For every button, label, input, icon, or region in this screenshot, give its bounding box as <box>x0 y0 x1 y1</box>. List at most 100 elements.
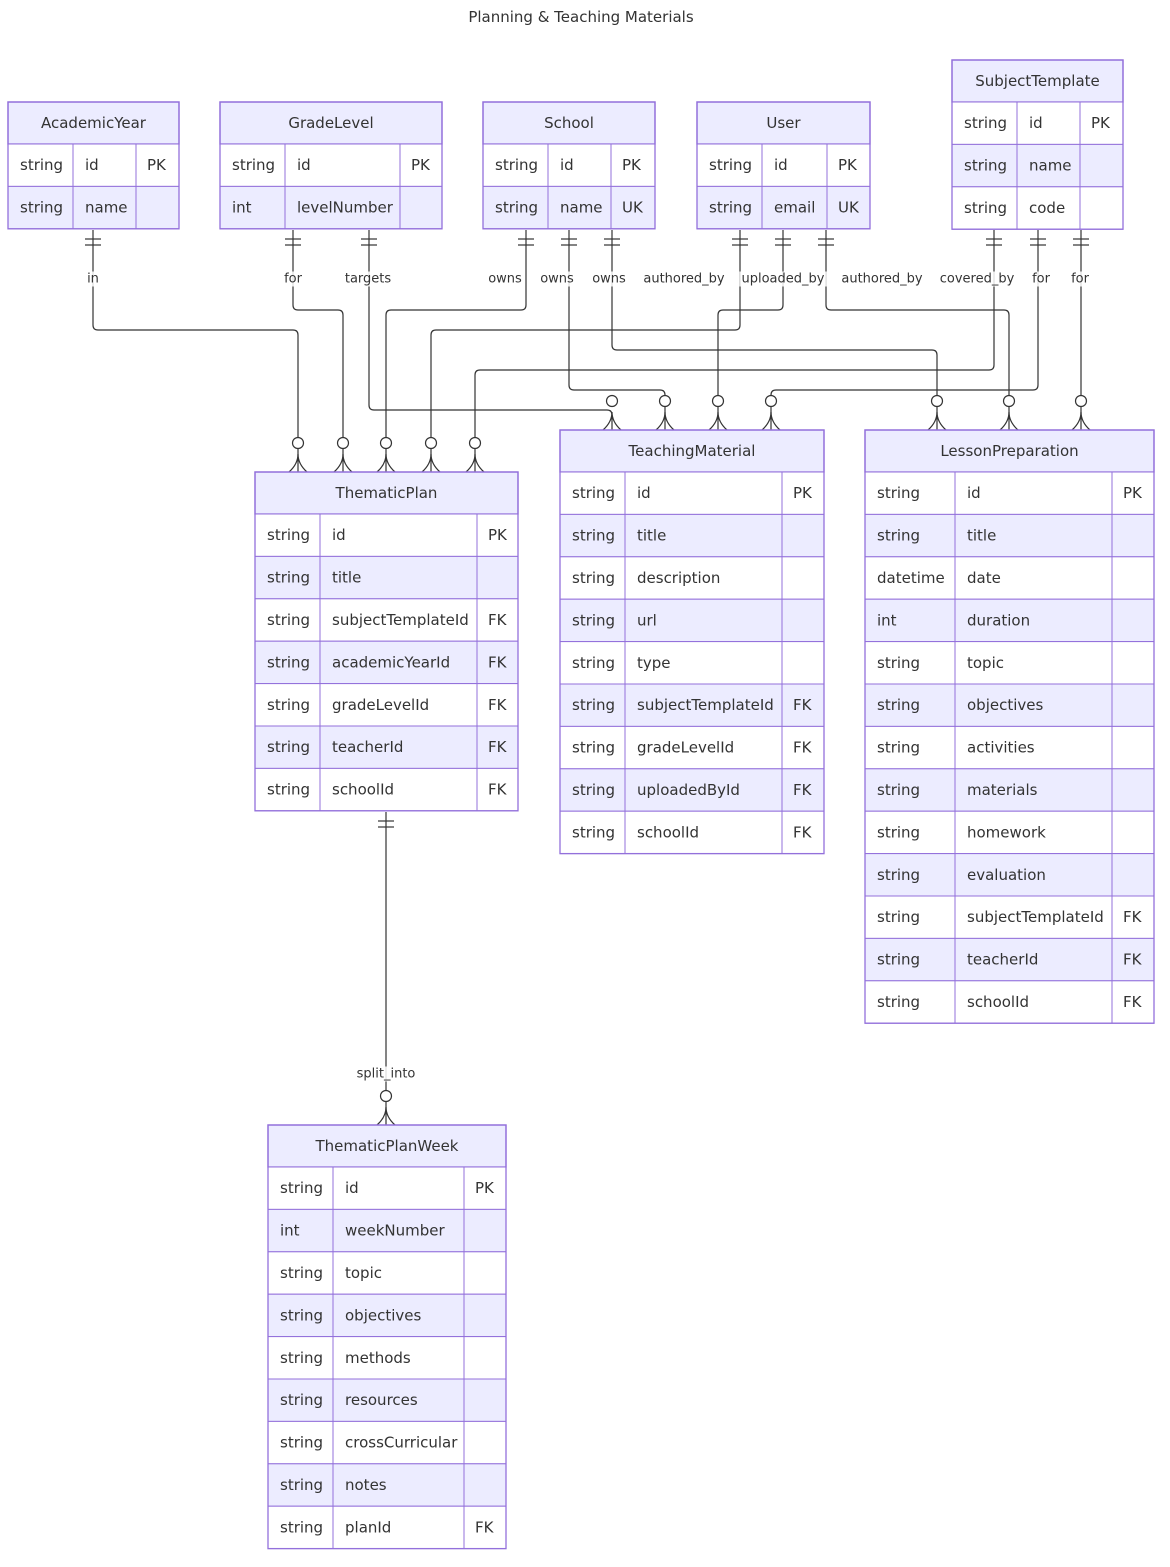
attribute-type: string <box>877 739 920 757</box>
attribute-type: string <box>280 1434 323 1452</box>
cardinality-one-marker <box>604 238 620 246</box>
attribute-key: FK <box>488 781 508 799</box>
cardinality-one-marker <box>1073 238 1089 246</box>
entity-header <box>219 101 443 145</box>
cardinality-one-marker <box>561 238 577 246</box>
attribute-name: email <box>774 199 815 217</box>
attribute-name: materials <box>967 781 1038 799</box>
attribute-type: string <box>495 199 538 217</box>
relationship-label: uploaded_by <box>739 271 827 287</box>
attribute-name: objectives <box>345 1306 421 1324</box>
cardinality-one-marker <box>285 238 301 246</box>
attribute-type: string <box>877 696 920 714</box>
relationship-line <box>474 230 995 472</box>
relationship-line <box>770 230 1039 430</box>
relationship-label-text: split_into <box>357 1067 416 1082</box>
attribute-type: string <box>572 654 615 672</box>
cardinality-one-marker <box>518 238 534 246</box>
relationship-labels: in for targets owns owns owns authored_by uploa… <box>85 271 1092 1082</box>
attribute-type: string <box>280 1179 323 1197</box>
attribute-name: name <box>85 199 128 217</box>
entity-name: GradeLevel <box>288 114 373 132</box>
attribute-key: PK <box>793 484 813 502</box>
relationship-line <box>385 230 527 472</box>
cardinality-one-marker <box>1030 238 1046 246</box>
attribute-type: string <box>280 1306 323 1324</box>
attribute-key: UK <box>838 199 860 217</box>
attribute-name: id <box>637 484 651 502</box>
attribute-name: gradeLevelId <box>332 696 429 714</box>
attribute-type: string <box>280 1264 323 1282</box>
relationship-label: targets <box>342 271 394 287</box>
attribute-name: evaluation <box>967 866 1046 884</box>
relationship-label-text: owns <box>488 272 522 287</box>
attribute-type: string <box>877 527 920 545</box>
attribute-type: string <box>495 156 538 174</box>
relationship-grade-level-teaching-material <box>361 230 622 431</box>
attribute-name: id <box>560 156 574 174</box>
relationship-line <box>92 230 299 472</box>
diagram-title: Planning & Teaching Materials <box>468 8 694 26</box>
relationship-label-text: for <box>1032 272 1051 287</box>
relationship-label-text: owns <box>540 272 574 287</box>
attribute-name: id <box>1029 114 1043 132</box>
relationship-label: split_into <box>354 1066 418 1082</box>
attribute-name: date <box>967 569 1001 587</box>
attribute-key: FK <box>488 611 508 629</box>
relationship-label: covered_by <box>937 271 1017 287</box>
relationship-label-text: in <box>87 272 99 287</box>
relationship-grade-level-thematic-plan <box>285 230 353 473</box>
attribute-name: crossCurricular <box>345 1434 458 1452</box>
relationship-label-text: for <box>284 272 303 287</box>
entity-header <box>864 429 1155 473</box>
cardinality-zero-or-many-marker <box>288 436 308 473</box>
attribute-name: topic <box>967 654 1004 672</box>
attribute-name: subjectTemplateId <box>332 611 469 629</box>
relationship-lines <box>85 230 1091 1126</box>
attribute-name: id <box>967 484 981 502</box>
entity-name: User <box>766 114 801 132</box>
attribute-name: name <box>1029 157 1072 175</box>
attribute-type: string <box>572 569 615 587</box>
attribute-type: string <box>280 1476 323 1494</box>
attribute-type: string <box>572 611 615 629</box>
entity-name: ThematicPlanWeek <box>314 1137 458 1155</box>
relationship-label: for <box>282 271 305 287</box>
relationship-label: authored_by <box>641 271 727 287</box>
entity-name: LessonPreparation <box>940 442 1078 460</box>
attribute-type: string <box>280 1349 323 1367</box>
attribute-key: PK <box>1123 484 1143 502</box>
relationship-label-text: authored_by <box>841 272 923 287</box>
attribute-name: url <box>637 611 657 629</box>
relationship-label: owns <box>486 271 525 287</box>
attribute-name: topic <box>345 1264 382 1282</box>
attribute-type: string <box>20 156 63 174</box>
relationship-line <box>825 230 1010 430</box>
attribute-type: string <box>267 611 310 629</box>
attribute-key: UK <box>622 199 644 217</box>
relationship-label-text: authored_by <box>643 272 725 287</box>
attribute-type: string <box>709 156 752 174</box>
relationship-label-text: owns <box>592 272 626 287</box>
cardinality-zero-or-many-marker <box>333 436 353 473</box>
